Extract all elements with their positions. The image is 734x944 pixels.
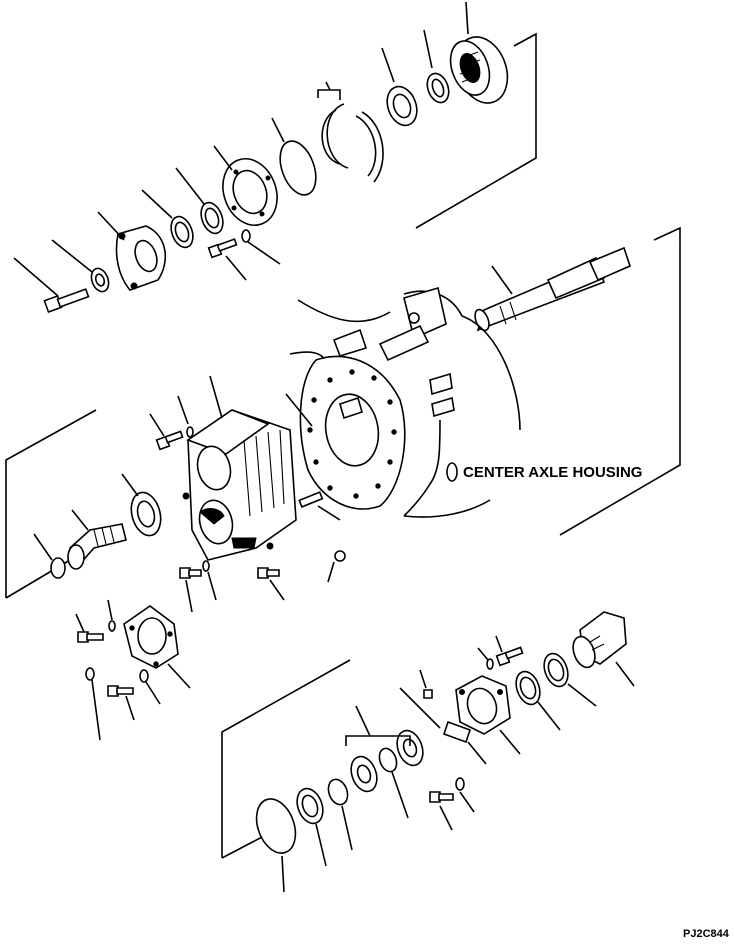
bolt-carrier-upper: [150, 396, 193, 449]
o-ring-upper: [272, 118, 323, 200]
snap-rings: [318, 82, 383, 182]
bolt-carrier-lower: [180, 551, 345, 612]
center-axle-housing: [286, 288, 520, 517]
center-axle-housing-label: CENTER AXLE HOUSING: [463, 464, 643, 481]
oil-seals-lower: [512, 650, 596, 730]
shim: [34, 534, 65, 578]
spacer-ring: [423, 30, 452, 106]
flange-coupling: [98, 212, 165, 290]
bolt-washer-cage: [209, 230, 280, 280]
ball-bearing: [382, 48, 422, 130]
bolt-lower-right: [478, 636, 523, 669]
bearing-cage-lower: [400, 670, 520, 764]
group-frame-lines: [6, 34, 680, 858]
bearing-cage: [214, 146, 286, 233]
bolt-lower-mid: [430, 778, 474, 830]
lower-seals-oring: [250, 777, 352, 892]
differential-carrier: [183, 376, 296, 560]
tapered-roller-bearing: [444, 2, 517, 110]
drawing-code: PJ2C844: [683, 928, 729, 940]
pinion-bearing: [122, 474, 165, 539]
dowel-pin: [299, 492, 340, 520]
lower-bearings: [346, 706, 427, 818]
cover-plate: [76, 600, 190, 740]
nut-washer: [52, 240, 112, 294]
yoke-flange: [569, 612, 634, 686]
bolt-upper: [14, 258, 88, 312]
oil-seals: [142, 168, 227, 250]
axle-shaft: [472, 248, 630, 332]
pinion-gear: [68, 510, 126, 569]
